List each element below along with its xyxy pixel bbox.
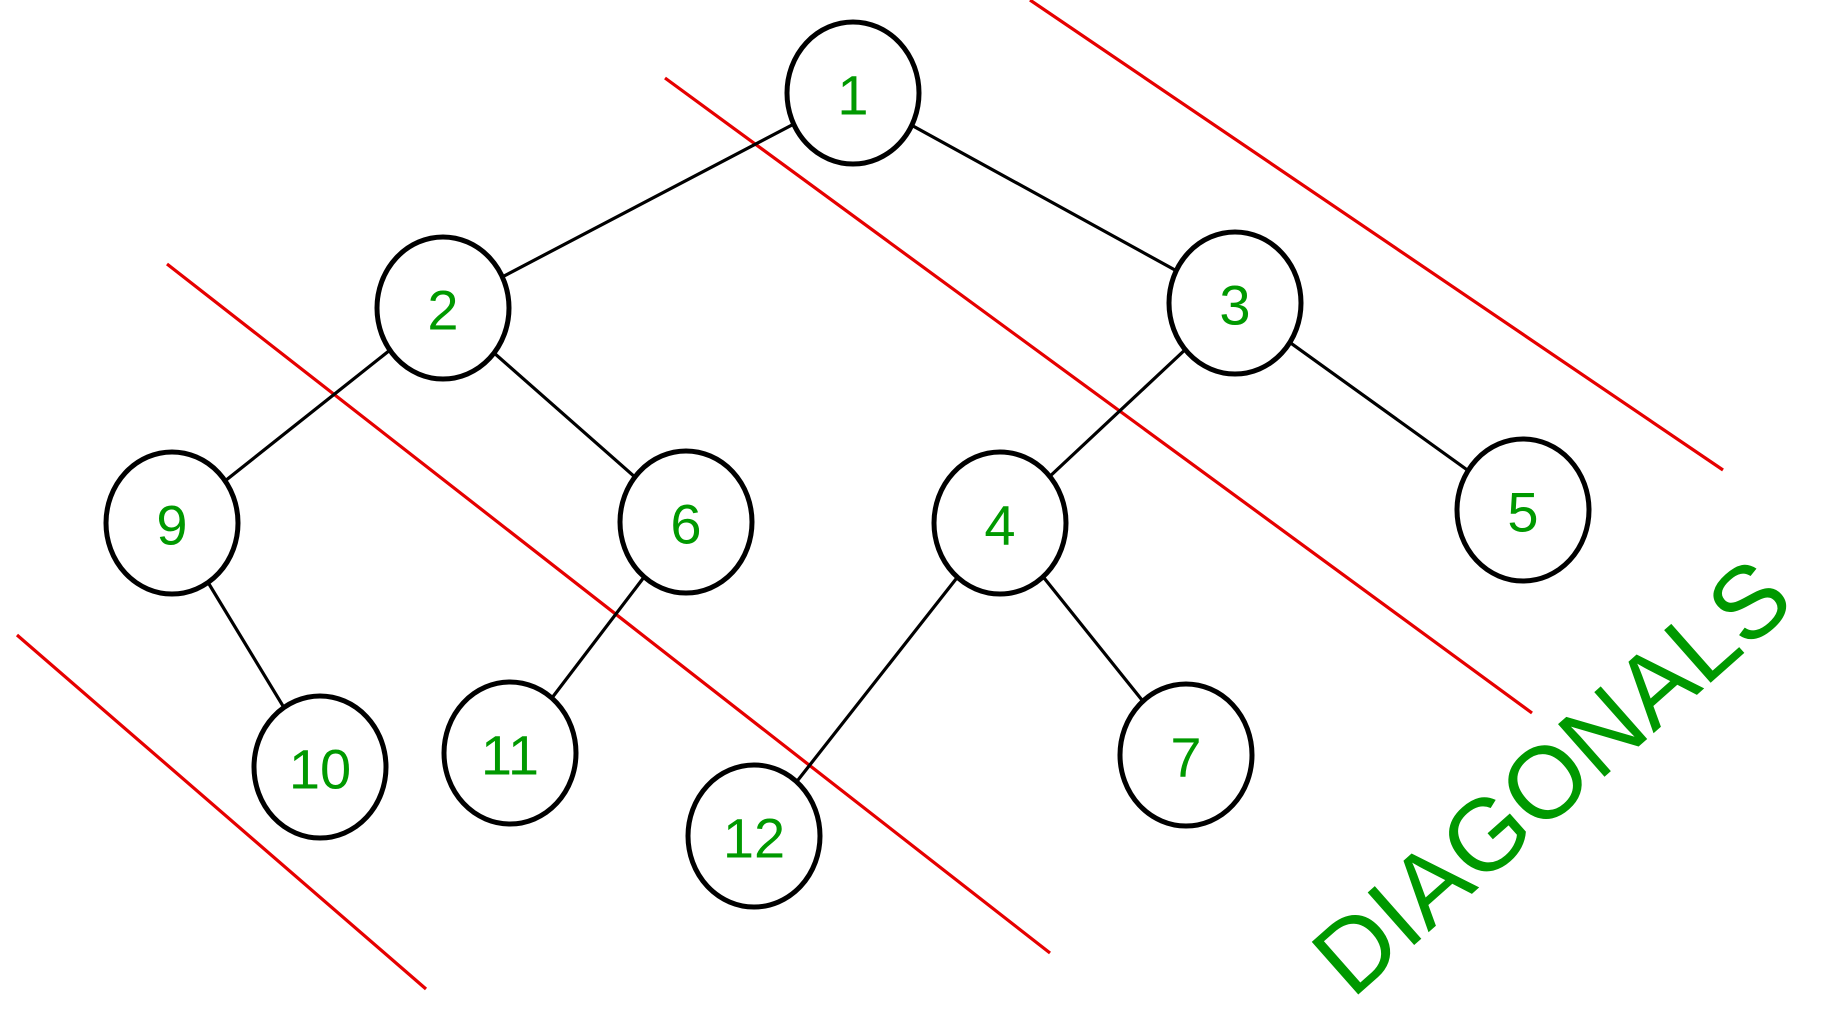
node-label: 4 — [984, 494, 1015, 557]
node-circle — [784, 19, 922, 167]
edge-n1-n2 — [442, 91, 854, 310]
tree-node-12: 12 — [685, 762, 823, 910]
node-label: 12 — [723, 807, 785, 870]
node-circle — [1454, 436, 1592, 584]
node-circle — [617, 448, 755, 596]
node-circle — [1117, 681, 1255, 829]
tree-node-3: 3 — [1166, 229, 1304, 377]
node-circle — [374, 234, 512, 382]
tree-node-4: 4 — [931, 449, 1069, 597]
node-circle — [1166, 229, 1304, 377]
node-circle — [251, 693, 389, 841]
diagonal-line-d4 — [15, 633, 428, 991]
node-circle — [441, 679, 579, 827]
edge-n1-n3 — [852, 91, 1236, 305]
diagonal-line-d1 — [1029, 0, 1724, 472]
node-label: 5 — [1507, 481, 1538, 544]
tree-node-11: 11 — [441, 679, 579, 827]
node-label: 7 — [1170, 726, 1201, 789]
node-label: 11 — [481, 724, 539, 787]
tree-node-9: 9 — [103, 449, 241, 597]
diagonal-line-d3 — [166, 262, 1051, 955]
node-label: 2 — [427, 279, 458, 342]
tree-node-2: 2 — [374, 234, 512, 382]
node-label: 1 — [837, 64, 868, 127]
tree-node-10: 10 — [251, 693, 389, 841]
node-circle — [931, 449, 1069, 597]
diagonal-lines — [15, 0, 1724, 991]
diagonal-line-d2 — [664, 76, 1533, 715]
tree-node-7: 7 — [1117, 681, 1255, 829]
node-label: 6 — [670, 493, 701, 556]
node-label: 9 — [156, 494, 187, 557]
tree-node-6: 6 — [617, 448, 755, 596]
node-circle — [685, 762, 823, 910]
title-group: DIAGONALS — [1291, 537, 1812, 1010]
node-label: 3 — [1219, 274, 1250, 337]
tree-node-1: 1 — [784, 19, 922, 167]
diagonals-title: DIAGONALS — [1291, 537, 1812, 1010]
tree-node-5: 5 — [1454, 436, 1592, 584]
node-circle — [103, 449, 241, 597]
node-label: 10 — [289, 738, 351, 801]
